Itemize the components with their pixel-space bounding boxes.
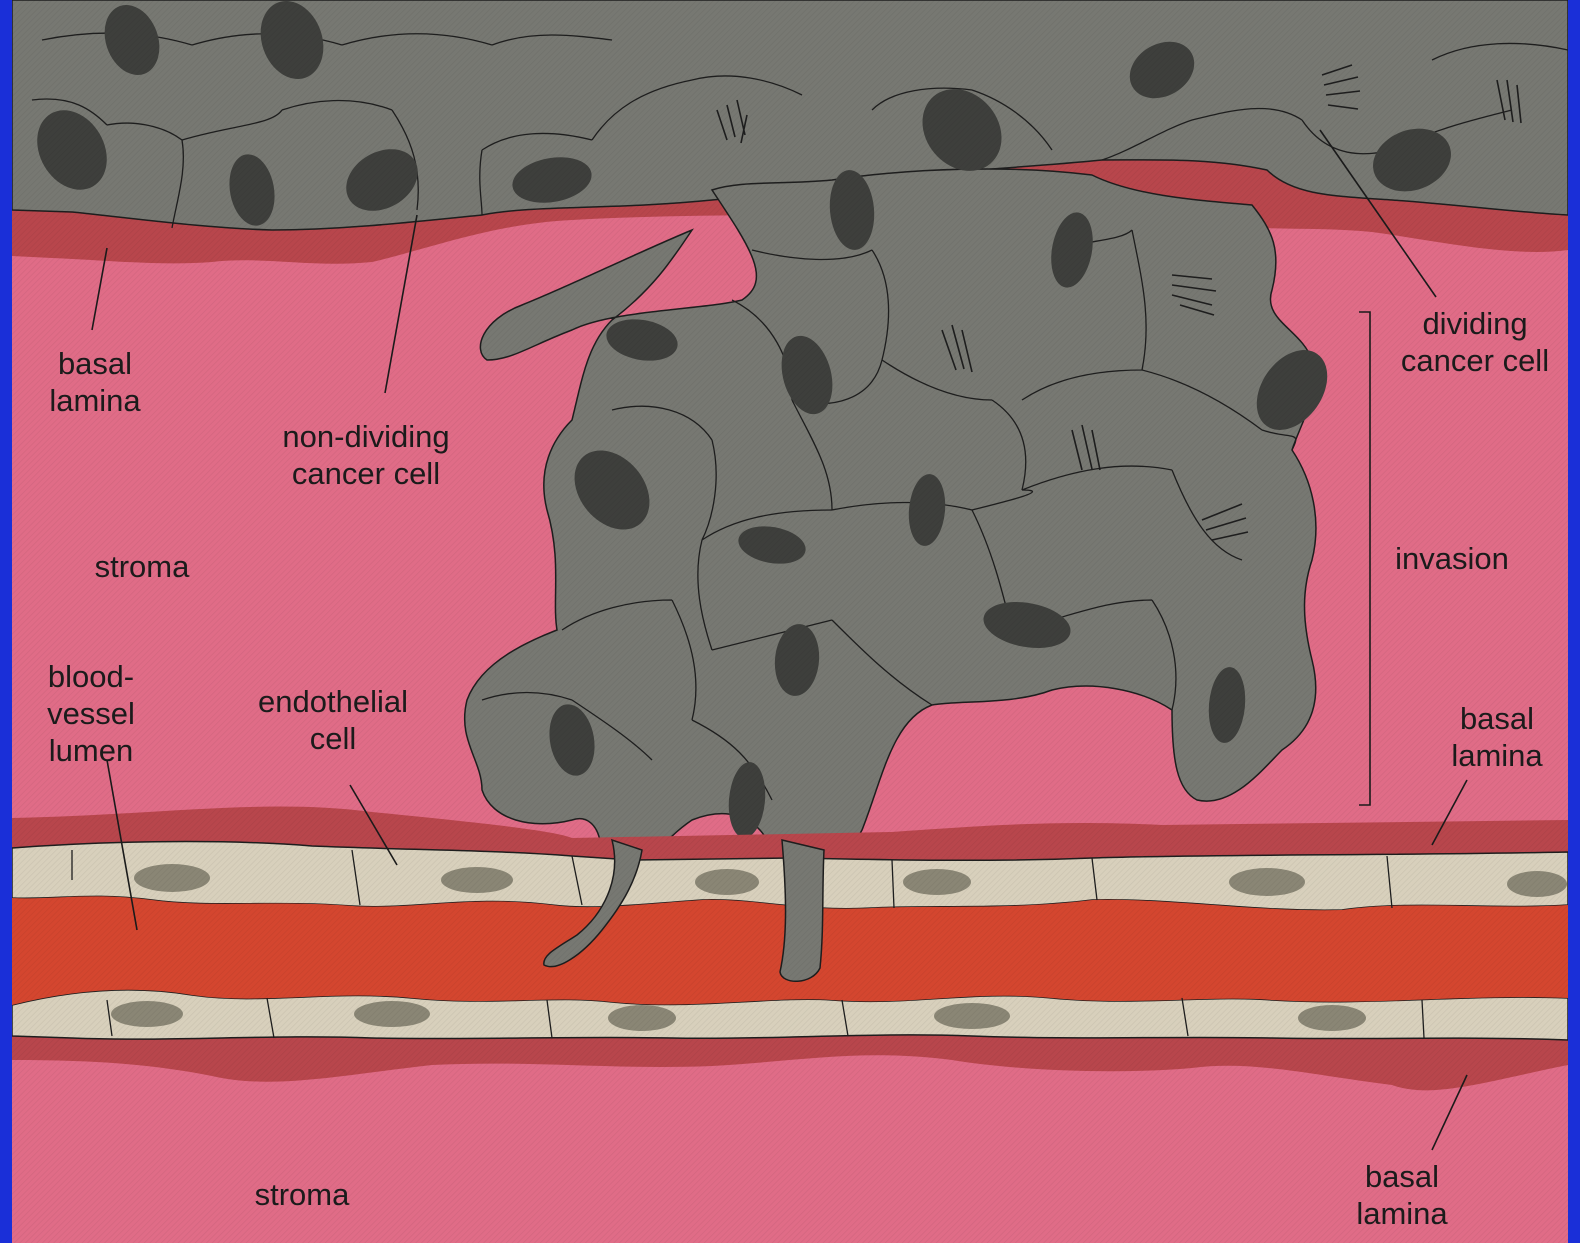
print-texture — [12, 0, 1568, 1243]
label-line: stroma — [82, 548, 202, 585]
label-line: lumen — [36, 732, 146, 769]
label-basal-lamina-bottom-right: basal lamina — [1342, 1158, 1462, 1232]
label-dividing-cancer-cell: dividing cancer cell — [1380, 305, 1568, 379]
label-basal-lamina-right: basal lamina — [1432, 700, 1562, 774]
label-basal-lamina-top-left: basal lamina — [40, 345, 150, 419]
cancer-invasion-illustration — [12, 0, 1568, 1243]
label-line: basal — [1342, 1158, 1462, 1195]
label-line: endothelial — [238, 683, 428, 720]
label-line: dividing — [1380, 305, 1568, 342]
label-line: cancer cell — [1380, 342, 1568, 379]
label-blood-vessel-lumen: blood- vessel lumen — [36, 658, 146, 769]
label-line: cell — [238, 720, 428, 757]
label-line: non-dividing — [256, 418, 476, 455]
label-endothelial-cell: endothelial cell — [238, 683, 428, 757]
label-stroma-upper: stroma — [82, 548, 202, 585]
label-line: basal — [1432, 700, 1562, 737]
label-line: lamina — [40, 382, 150, 419]
label-line: cancer cell — [256, 455, 476, 492]
label-line: invasion — [1382, 540, 1522, 577]
label-line: blood- — [36, 658, 146, 695]
label-line: vessel — [36, 695, 146, 732]
label-line: stroma — [242, 1176, 362, 1213]
label-non-dividing-cancer-cell: non-dividing cancer cell — [256, 418, 476, 492]
label-line: lamina — [1432, 737, 1562, 774]
label-stroma-lower: stroma — [242, 1176, 362, 1213]
diagram-canvas: basal lamina non-dividing cancer cell st… — [12, 0, 1568, 1243]
label-line: basal — [40, 345, 150, 382]
label-line: lamina — [1342, 1195, 1462, 1232]
label-invasion: invasion — [1382, 540, 1522, 577]
